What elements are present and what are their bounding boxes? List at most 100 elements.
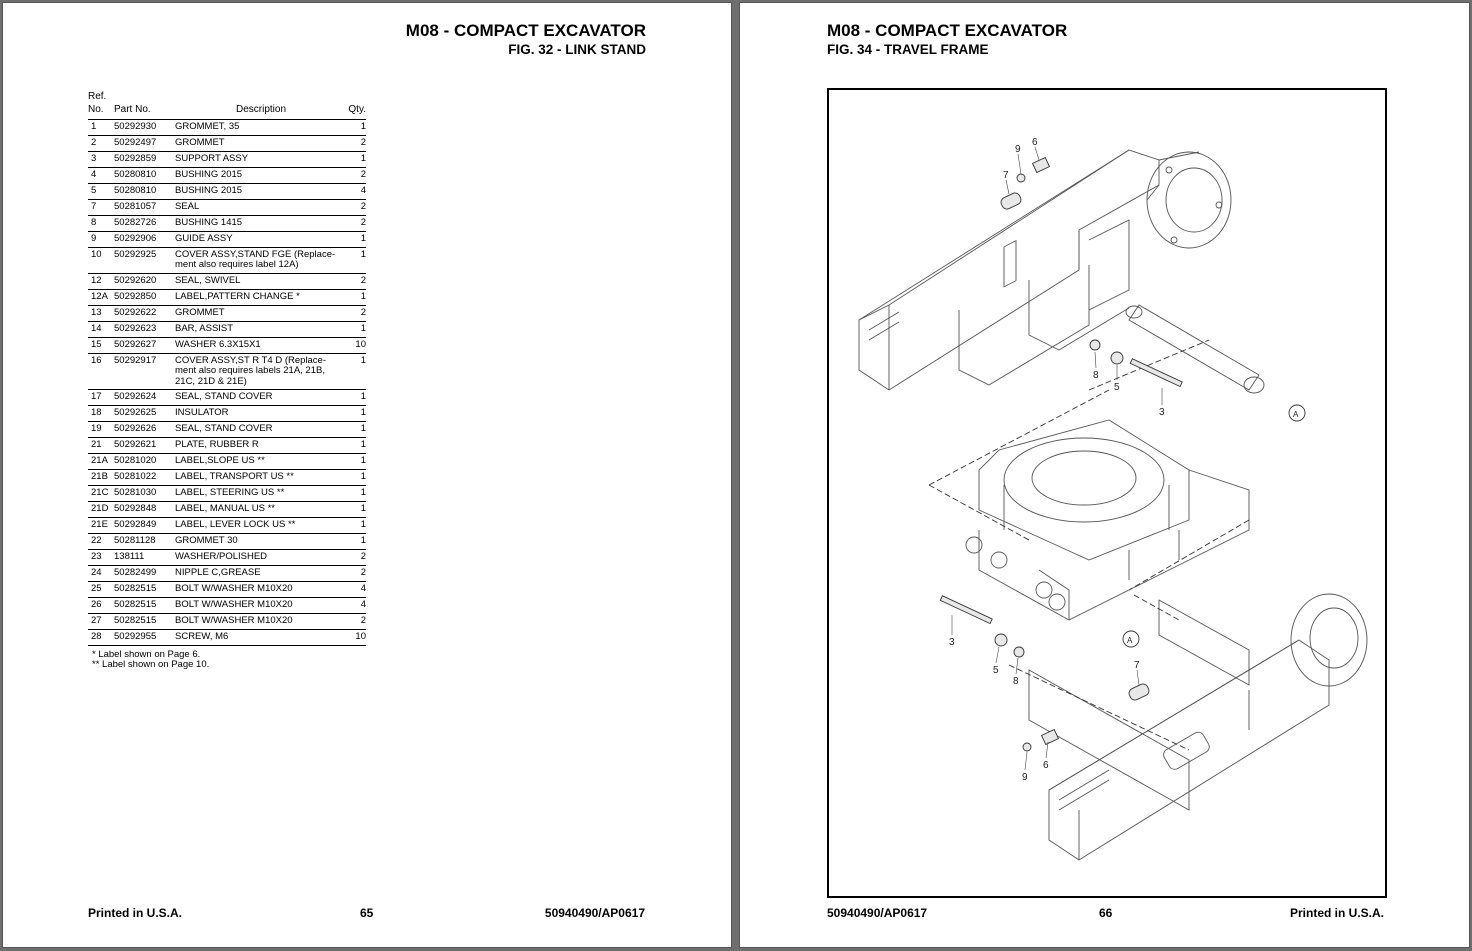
ref-cell: 19 [91,423,102,435]
description-cell: GROMMET [175,137,225,148]
qty-cell: 2 [360,306,366,318]
ref-cell: 4 [91,169,97,180]
qty-cell: 10 [355,338,366,350]
bolt-3-top [1129,358,1183,388]
callout-8-top: 8 [1093,370,1099,381]
lower-center-frame [978,469,1250,621]
ref-cell: 17 [91,391,102,403]
ref-cell: 25 [91,583,102,595]
upper-drive-housing [1146,151,1232,249]
part-no-cell: 50281030 [114,487,157,499]
qty-cell: 1 [360,471,366,483]
lower-cross-member [1158,599,1250,686]
description-cell: GROMMET [175,306,225,318]
ref-cell: 18 [91,407,102,419]
ref-cell: 3 [91,153,97,164]
description-cell: SUPPORT ASSY [175,153,249,164]
description-cell: LABEL, LEVER LOCK US ** [175,519,296,531]
seal-7-lower [1128,683,1150,701]
callout-5-top: 5 [1114,382,1120,393]
page-title: M08 - COMPACT EXCAVATOR [405,21,646,40]
part-no-cell: 50292621 [114,439,157,451]
part-no-cell: 50282726 [114,217,157,228]
qty-cell: 1 [360,121,366,132]
bushing-5-top [1110,351,1124,365]
part-no-cell: 50292624 [114,391,157,403]
part-no-cell: 50280810 [114,169,157,180]
part-no-cell: 50292849 [114,519,157,531]
description-cell: GROMMET, 35 [175,121,240,132]
qty-cell: 2 [360,567,366,579]
ref-cell: 24 [91,567,102,579]
part-no-cell: 50280810 [114,185,157,196]
ref-cell: 21E [91,519,108,531]
bushing-5-lower [994,633,1008,647]
qty-cell: 1 [360,407,366,419]
qty-cell: 2 [360,137,366,148]
description-cell: NIPPLE C,GREASE [175,567,261,579]
qty-cell: 10 [355,631,366,643]
ref-cell: 16 [91,354,102,366]
part-no-cell: 50292925 [114,249,157,260]
qty-cell: 1 [360,487,366,499]
part-no-cell: 50282515 [114,599,157,611]
description-cell: BAR, ASSIST [175,322,234,334]
description-cell: SCREW, M6 [175,631,229,643]
description-cell: SEAL, SWIVEL [175,274,241,286]
screw-9-lower [1022,742,1032,752]
qty-cell: 2 [360,201,366,212]
ref-cell: 5 [91,185,97,196]
ref-cell: 7 [91,201,97,212]
washer-8-top [1089,339,1101,351]
ref-cell: 22 [91,535,102,547]
center-swivel-base [978,419,1190,561]
description-cell: BOLT W/WASHER M10X20 [175,615,293,627]
ref-cell: 26 [91,599,102,611]
part-no-cell: 50292627 [114,338,157,350]
ref-cell: 14 [91,322,102,334]
qty-cell: 1 [360,290,366,302]
table-notes: * Label shown on Page 6. ** Label shown … [92,650,209,670]
qty-cell: 1 [360,249,366,260]
part-no-cell: 50281020 [114,455,157,467]
ref-cell: 21 [91,439,102,451]
part-no-cell: 50292917 [114,354,157,366]
header-part-no: Part No. [114,104,151,115]
qty-cell: 2 [360,551,366,563]
callout-3-lower: 3 [949,637,955,648]
callout-a-top: A [1293,410,1299,419]
callout-7-top: 7 [1003,170,1009,181]
footer-printed: Printed in U.S.A. [1289,906,1384,920]
travel-frame-diagram: 9 6 7 8 5 3 A A 7 3 5 8 9 6 [827,88,1387,898]
part-no-cell: 50292906 [114,233,157,244]
washer-8-lower [1013,646,1025,658]
page-title: M08 - COMPACT EXCAVATOR [827,21,1068,40]
note-single-asterisk: * Label shown on Page 6. [92,649,201,660]
right-page: M08 - COMPACT EXCAVATOR FIG. 34 - TRAVEL… [739,2,1470,948]
description-cell: BOLT W/WASHER M10X20 [175,599,293,611]
figure-title: FIG. 32 - LINK STAND [508,42,646,57]
screw-9-top [1016,173,1026,183]
header-ref: Ref. No. [88,90,106,116]
part-no-cell: 50292850 [114,290,157,302]
ref-cell: 12A [91,290,108,302]
